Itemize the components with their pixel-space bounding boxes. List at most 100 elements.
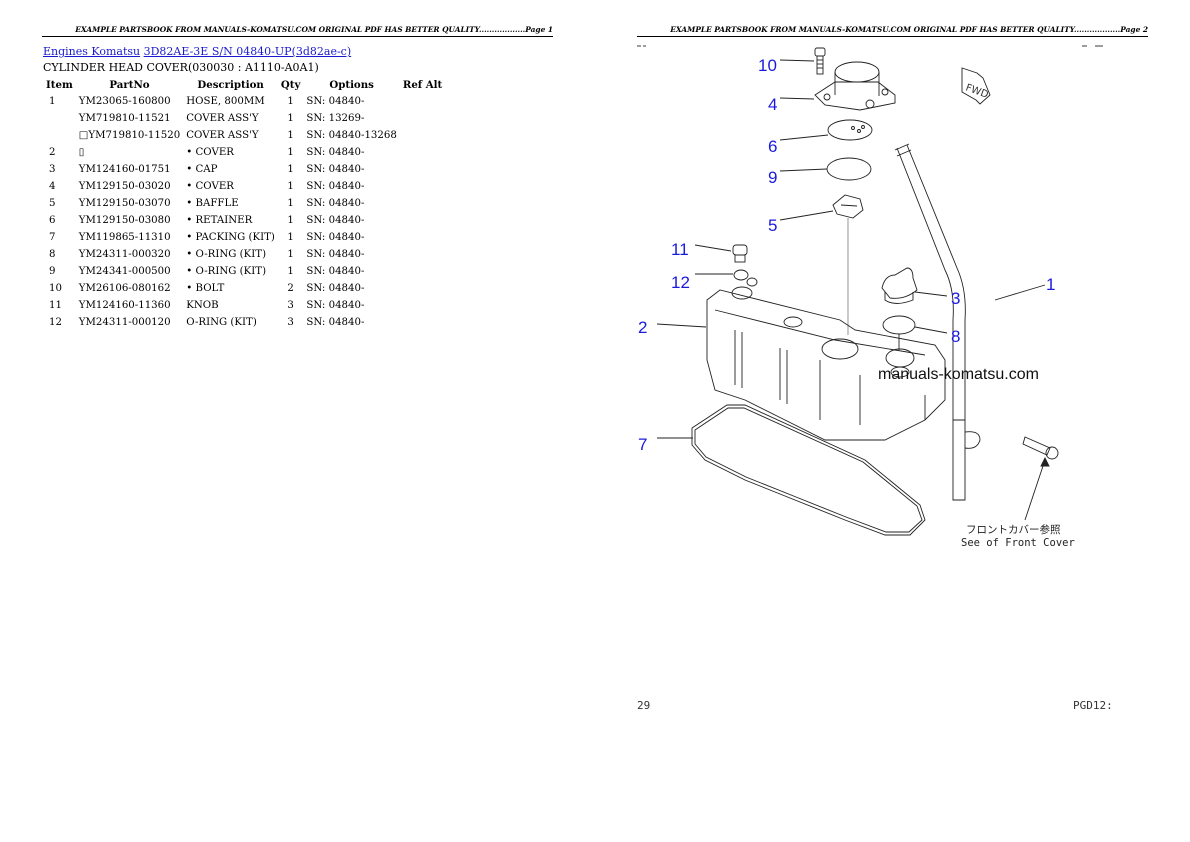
page-header: EXAMPLE PARTSBOOK FROM MANUALS-KOMATSU.C… — [637, 25, 1148, 37]
cap-3-icon — [881, 267, 918, 304]
cell-description: O-RING (KIT) — [186, 317, 257, 328]
cell-partno: YM129150-03020 — [78, 181, 171, 192]
page-header: EXAMPLE PARTSBOOK FROM MANUALS-KOMATSU.C… — [42, 25, 553, 37]
cell-options: SN: 04840- — [306, 283, 365, 294]
cell-description: • COVER — [186, 147, 234, 158]
cell-partno: YM24311-000120 — [78, 317, 171, 328]
cell-refalt — [400, 178, 445, 195]
cell-qty: 1 — [287, 130, 294, 141]
cell-description: • BAFFLE — [186, 198, 239, 209]
cell-description: COVER ASS'Y — [186, 113, 259, 124]
cell-partno: YM129150-03070 — [78, 198, 171, 209]
cell-item: 8 — [49, 249, 56, 260]
o-ring-12-icon — [733, 269, 749, 281]
col-refalt: Ref Alt — [402, 79, 443, 91]
cell-qty: 1 — [287, 215, 294, 226]
callout-9: 9 — [768, 168, 777, 187]
retainer-6-icon — [827, 119, 873, 141]
table-header-row: Item PartNo Description Qty Options Ref … — [43, 77, 445, 93]
cell-item: 6 — [49, 215, 56, 226]
bolt-10-icon — [814, 47, 826, 75]
callout-12: 12 — [671, 273, 690, 292]
callout-3: 3 — [951, 289, 960, 308]
cell-partno: YM719810-11521 — [78, 113, 171, 124]
cell-item: 9 — [49, 266, 56, 277]
col-partno: PartNo — [109, 79, 150, 91]
cell-item — [43, 127, 76, 144]
callout-10: 10 — [758, 56, 777, 75]
callout-4: 4 — [768, 95, 777, 114]
cell-qty: 1 — [287, 266, 294, 277]
callout-1: 1 — [1046, 275, 1055, 294]
cell-refalt — [400, 212, 445, 229]
cover-4-icon — [814, 61, 896, 111]
cell-qty: 1 — [287, 198, 294, 209]
col-qty: Qty — [280, 79, 301, 91]
cell-qty: 1 — [287, 232, 294, 243]
o-ring-9-icon — [826, 157, 872, 181]
watermark: manuals-komatsu.com — [878, 366, 1039, 383]
cell-options: SN: 04840- — [306, 181, 365, 192]
cell-description: • CAP — [186, 164, 218, 175]
cell-description: • COVER — [186, 181, 234, 192]
o-ring-8-icon — [882, 315, 916, 335]
cell-options: SN: 04840-13268 — [306, 130, 397, 141]
cell-qty: 3 — [287, 317, 294, 328]
callout-5: 5 — [768, 216, 777, 235]
fwd-arrow-icon: FWD — [961, 67, 991, 105]
cell-refalt — [400, 263, 445, 280]
cell-options: SN: 04840- — [306, 249, 365, 260]
cell-partno: ▯ — [78, 147, 85, 158]
cell-refalt — [400, 314, 445, 331]
cell-item: 10 — [49, 283, 62, 294]
cell-refalt — [400, 110, 445, 127]
col-options: Options — [329, 79, 374, 91]
cell-description: HOSE, 800MM — [186, 96, 265, 107]
cell-options: SN: 04840- — [306, 198, 365, 209]
cell-options: SN: 04840- — [306, 232, 365, 243]
cell-description: • RETAINER — [186, 215, 253, 226]
callout-8: 8 — [951, 327, 960, 346]
cell-item: 3 — [49, 164, 56, 175]
page-2: EXAMPLE PARTSBOOK FROM MANUALS-KOMATSU.C… — [595, 0, 1190, 842]
breadcrumb-link-model[interactable]: 3D82AE-3E S/N 04840-UP(3d82ae-c) — [143, 45, 352, 58]
cell-partno: YM124160-11360 — [78, 300, 171, 311]
cell-qty: 2 — [287, 283, 294, 294]
callout-6: 6 — [768, 137, 777, 156]
parts-table: Item PartNo Description Qty Options Ref … — [43, 77, 445, 331]
breadcrumb-link-engines[interactable]: Engines Komatsu — [43, 45, 141, 58]
cell-partno: YM24341-000500 — [78, 266, 171, 277]
breadcrumb: Engines Komatsu 3D82AE-3E S/N 04840-UP(3… — [43, 45, 351, 58]
cell-qty: 1 — [287, 96, 294, 107]
cell-item: 2 — [49, 147, 56, 158]
cell-partno: □YM719810-11520 — [78, 130, 181, 141]
callout-11: 11 — [671, 240, 689, 259]
cell-qty: 1 — [287, 164, 294, 175]
cell-partno: YM119865-11310 — [78, 232, 171, 243]
cell-partno: YM26106-080162 — [78, 283, 171, 294]
hose-1-icon — [894, 143, 981, 501]
cell-refalt — [400, 297, 445, 314]
cell-description: KNOB — [186, 300, 219, 311]
baffle-5-icon — [832, 194, 864, 219]
section-title: CYLINDER HEAD COVER(030030 : A1110-A0A1) — [43, 61, 319, 74]
note-en: See of Front Cover — [961, 537, 1075, 549]
cell-options: SN: 13269- — [306, 113, 365, 124]
cell-options: SN: 04840- — [306, 215, 365, 226]
cell-partno: YM129150-03080 — [78, 215, 171, 226]
cell-description: • BOLT — [186, 283, 225, 294]
cell-refalt — [400, 229, 445, 246]
cell-qty: 1 — [287, 249, 294, 260]
cell-refalt — [400, 246, 445, 263]
table-row: 10 YM26106-080162 • BOLT 2 SN: 04840- — [43, 280, 445, 297]
cell-item: 12 — [49, 317, 62, 328]
callout-7: 7 — [638, 435, 647, 454]
